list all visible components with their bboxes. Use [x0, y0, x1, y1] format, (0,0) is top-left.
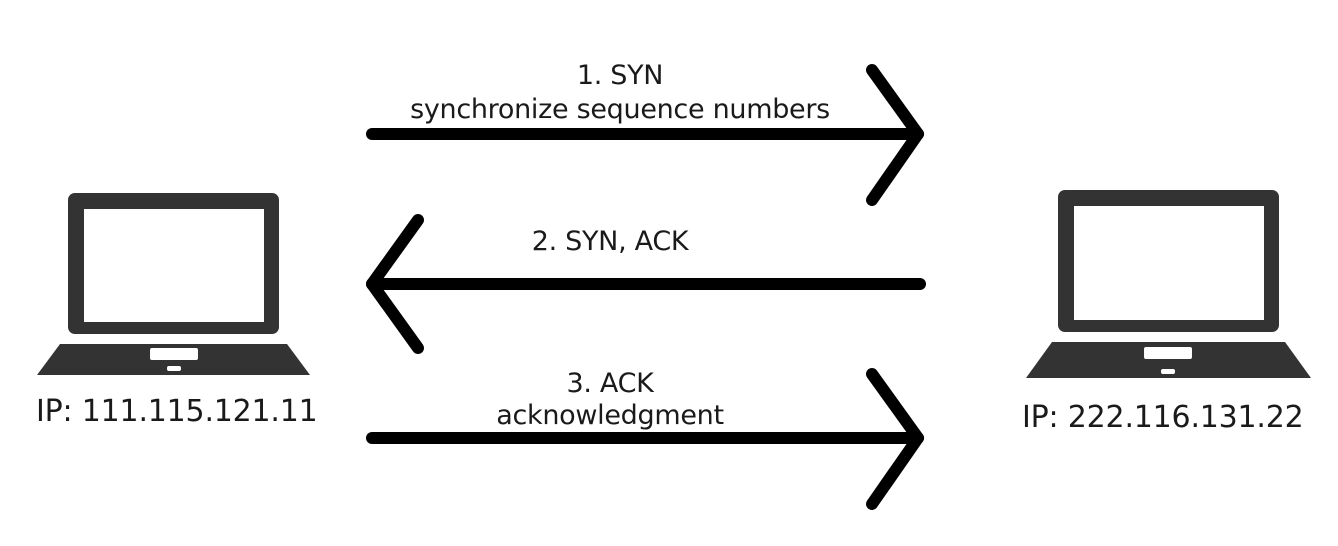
client-laptop-icon: [37, 193, 310, 375]
syn-ack-arrow: [366, 214, 926, 354]
step-1-description: synchronize sequence numbers: [410, 94, 830, 125]
client-ip-label: IP: 111.115.121.11: [36, 394, 318, 429]
server-laptop-icon: [1026, 190, 1311, 378]
server-ip-label: IP: 222.116.131.22: [1022, 400, 1304, 435]
step-1-title: 1. SYN: [576, 60, 664, 91]
step-2-title: 2. SYN, ACK: [531, 226, 689, 257]
syn-arrow: [366, 64, 924, 206]
step-3-title: 3. ACK: [566, 368, 654, 399]
ack-arrow: [366, 368, 924, 510]
step-3-description: acknowledgment: [496, 400, 724, 431]
